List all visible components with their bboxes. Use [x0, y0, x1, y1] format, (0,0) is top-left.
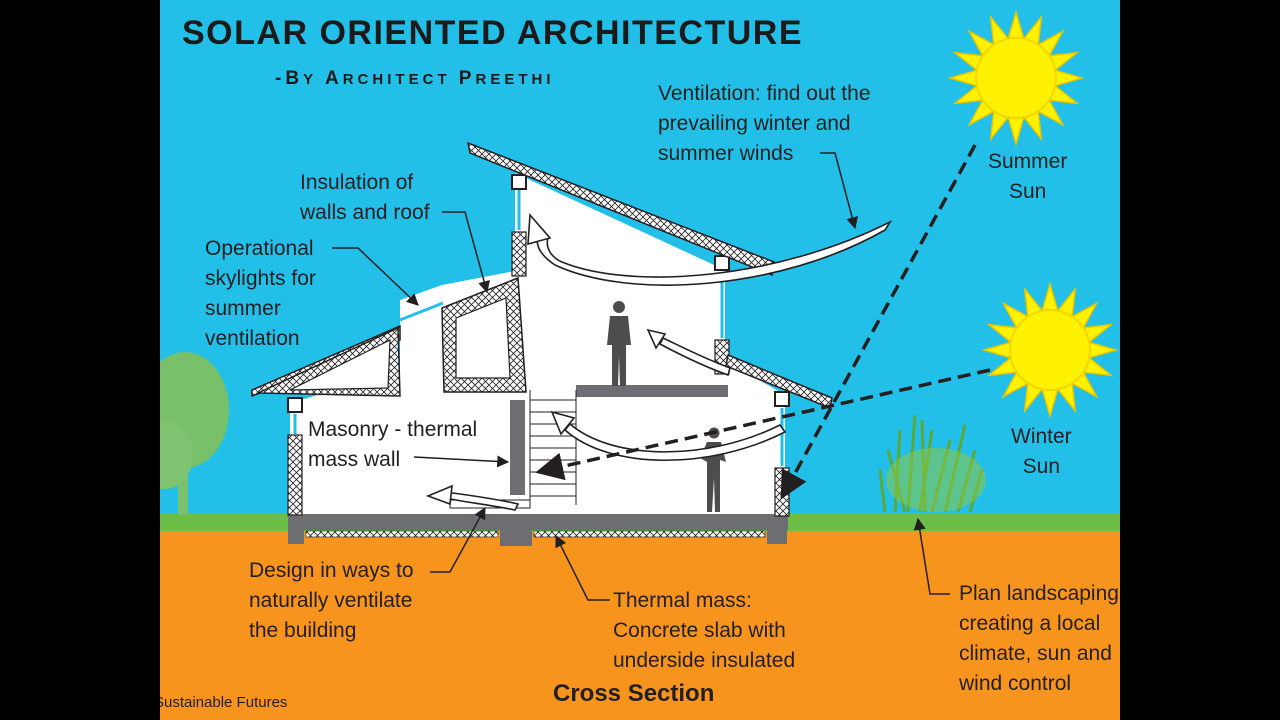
ground	[160, 530, 1120, 720]
label-thermal-mass: Thermal mass: Concrete slab with undersi…	[613, 589, 796, 672]
skylights-leader	[332, 247, 419, 306]
summer-sun-ray	[780, 144, 977, 500]
winter-sun-ray	[535, 368, 991, 481]
thermal-mass-leader	[555, 534, 610, 601]
person-upper-icon	[607, 301, 631, 386]
label-skylights: Operational skylights for summer ventila…	[205, 237, 316, 350]
airflow-arrows	[425, 213, 893, 511]
landscaping-leader	[913, 517, 950, 595]
label-winter-sun: Winter Sun	[1011, 425, 1072, 478]
concrete-slab	[288, 514, 788, 546]
design-ventilate-leader	[430, 506, 486, 573]
label-design-ventilate: Design in ways to naturally ventilate th…	[249, 559, 414, 642]
winter-sun-icon	[981, 281, 1119, 419]
page-subtitle: -BY ARCHITECT PREETHI	[275, 68, 555, 89]
tree-icon	[160, 352, 229, 515]
summer-sun-icon	[947, 9, 1085, 147]
ventilation-leader	[820, 152, 859, 230]
label-ventilation: Ventilation: find out the prevailing win…	[658, 82, 871, 165]
credit-text: Sustainable Futures	[160, 694, 288, 711]
label-landscaping: Plan landscaping creating a local climat…	[959, 582, 1119, 695]
insulation-leader	[442, 211, 490, 294]
label-masonry: Masonry - thermal mass wall	[308, 418, 478, 471]
cross-section-caption: Cross Section	[553, 680, 715, 707]
label-summer-sun: Summer Sun	[988, 150, 1068, 203]
masonry-leader	[413, 455, 510, 468]
cross-section-illustration	[160, 0, 1120, 720]
page-title: SOLAR ORIENTED ARCHITECTURE	[182, 14, 804, 52]
label-insulation: Insulation of walls and roof	[300, 171, 430, 224]
diagram-frame: SOLAR ORIENTED ARCHITECTURE -BY ARCHITEC…	[160, 0, 1120, 720]
